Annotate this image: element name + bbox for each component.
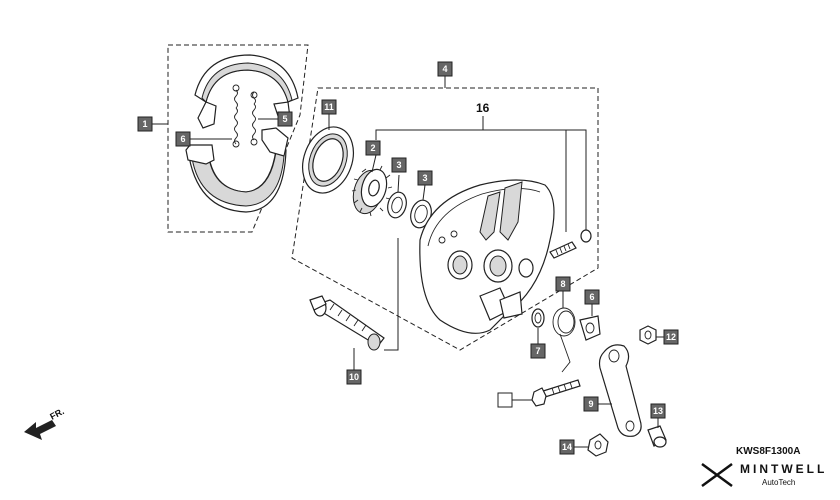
callout-2: [365, 140, 381, 156]
callout-1: [137, 116, 153, 132]
callout-14: [559, 439, 575, 455]
front-direction-arrow: FR.: [24, 406, 66, 440]
callout-5: [277, 111, 293, 127]
callout-14-label: 14: [562, 442, 572, 452]
diagram-code: KWS8F1300A: [736, 446, 801, 457]
callout-11: [321, 99, 337, 115]
callout-13-label: 13: [653, 406, 663, 416]
callout-1-label: 1: [142, 119, 147, 129]
brake-shoe-lower: [185, 127, 289, 213]
thrust-washer-a: [387, 191, 407, 219]
joint-pin: [647, 425, 667, 448]
brake-arm: [598, 344, 642, 437]
callout-8-label: 6: [589, 292, 594, 302]
return-spring: [552, 307, 576, 373]
callout-7: [346, 369, 362, 385]
callout-7-label: 10: [349, 372, 359, 382]
callout-6-seal-label: 7: [535, 346, 540, 356]
brand-mark: MINTWELL AutoTech: [700, 458, 830, 494]
brand-logo-icon: [701, 462, 733, 488]
brake-panel-group-outline: [291, 87, 599, 351]
nut: [639, 325, 657, 345]
dust-seal: [531, 308, 545, 328]
group-16-label: 16: [476, 101, 490, 115]
brake-panel: [419, 179, 555, 334]
callout-12-label: 12: [666, 332, 676, 342]
callout-8: [584, 289, 600, 305]
brand-subtitle: AutoTech: [762, 478, 796, 487]
callout-11-label: 11: [324, 102, 334, 112]
callout-5-label: 5: [282, 114, 287, 124]
callout-10-label: 8: [560, 279, 565, 289]
wear-indicator: [579, 315, 601, 341]
brake-camshaft: [309, 295, 385, 351]
callout-9: [583, 396, 599, 412]
callout-12: [663, 329, 679, 345]
brand-name: MINTWELL: [740, 462, 828, 476]
callout-3-b: [417, 170, 433, 186]
callout-6-spring-label: 6: [180, 134, 185, 144]
callout-4-label: 4: [442, 64, 447, 74]
brake-shoe-upper: [194, 54, 299, 129]
speedometer-pinion: [549, 229, 592, 259]
callout-10: [555, 276, 571, 292]
adjusting-nut: [587, 433, 609, 457]
front-direction-label: FR.: [48, 406, 65, 422]
callout-6-spring: [175, 131, 191, 147]
callout-4: [437, 61, 453, 77]
callout-3-a: [391, 157, 407, 173]
oil-seal: [302, 126, 354, 194]
callout-2-label: 2: [370, 143, 375, 153]
callout-blank: [497, 392, 513, 408]
callout-9-label: 9: [588, 399, 593, 409]
arm-bolt: [531, 379, 581, 407]
speedometer-gear: [351, 165, 393, 217]
brake-springs: [232, 84, 258, 148]
callout-6-seal: [530, 343, 546, 359]
callout-3-a-label: 3: [396, 160, 401, 170]
callout-3-b-label: 3: [422, 173, 427, 183]
callout-13: [650, 403, 666, 419]
